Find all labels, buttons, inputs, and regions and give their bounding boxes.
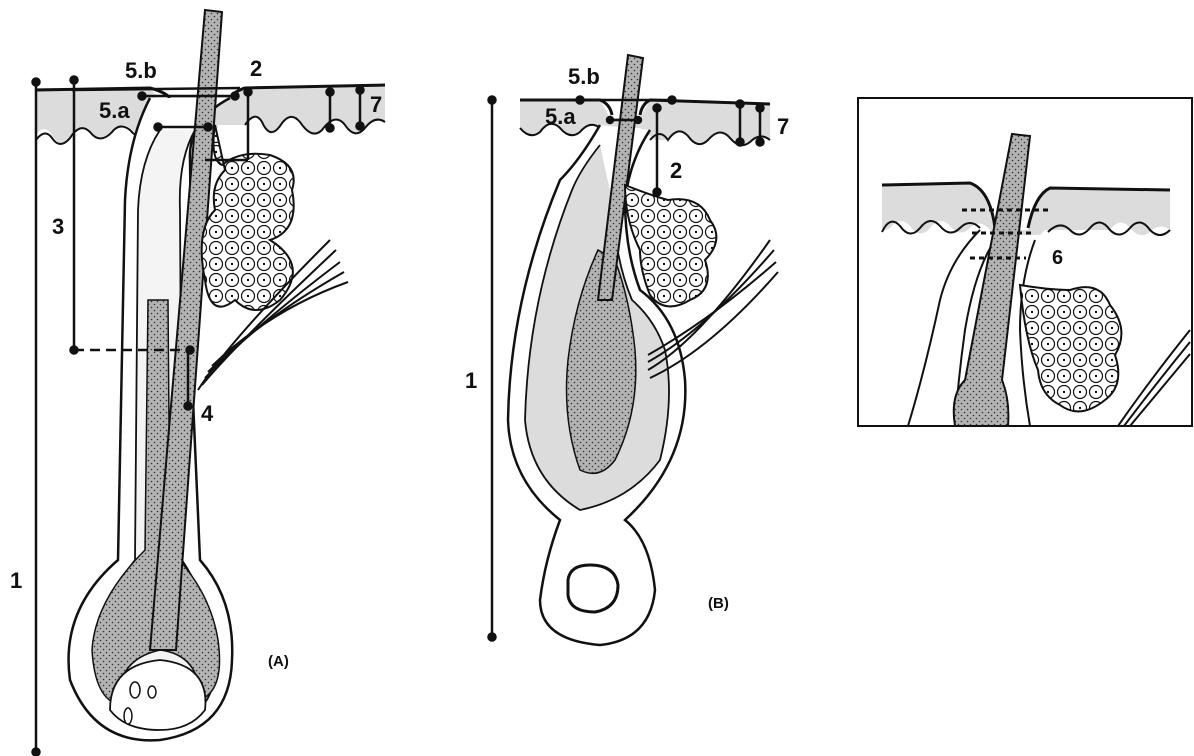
panel-b: 1 2 5.a 5.b 7 (B) — [465, 55, 789, 645]
papilla-b — [568, 565, 618, 612]
label-4-a: 4 — [201, 401, 214, 426]
measure-1-b — [489, 97, 496, 641]
label-3-a: 3 — [52, 214, 64, 239]
label-5a-b: 5.a — [545, 104, 576, 129]
label-2-a: 2 — [250, 56, 262, 81]
label-1-b: 1 — [465, 368, 477, 393]
label-5b-b: 5.b — [568, 64, 600, 89]
label-6-inset: 6 — [1052, 247, 1063, 269]
panel-a: 1 2 3 4 5.a 5.b 7 (A) — [10, 10, 385, 756]
measure-1-a — [33, 79, 40, 756]
label-2-b: 2 — [670, 158, 682, 183]
label-7-b: 7 — [777, 114, 789, 139]
label-1-a: 1 — [10, 568, 22, 593]
label-5b-a: 5.b — [125, 58, 157, 83]
inset-panel: 6 — [858, 98, 1192, 426]
label-5a-a: 5.a — [99, 98, 130, 123]
caption-b: (B) — [708, 595, 729, 612]
caption-a: (A) — [268, 653, 289, 670]
label-7-a: 7 — [370, 92, 382, 117]
